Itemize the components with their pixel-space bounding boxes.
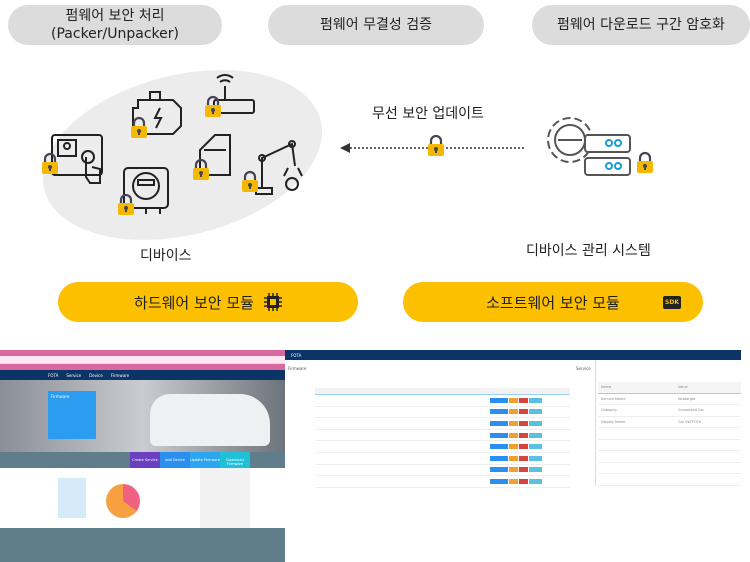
row-action-button[interactable] [490,467,508,473]
firmware-side-title: Firmware [288,366,307,371]
sdk-icon: SDK [663,295,681,309]
portal-tile-label: Firmware [51,394,70,399]
update-firmware-action: Update Firmware [190,452,220,468]
feature-packer-line2: (Packer/Unpacker) [51,26,179,42]
row-key: Display Name [601,419,626,424]
firmware-brand: FOTA [291,352,302,358]
service-screenshot: Service Name Value Service Name fotatarget… [575,350,741,500]
row-action-button[interactable] [519,397,528,403]
row-action-button[interactable] [529,409,542,415]
row-action-button[interactable] [490,409,508,415]
feature-packer: 펌웨어 보안 처리 (Packer/Unpacker) [8,5,222,45]
add-device-action: Add Device [160,452,190,468]
row-action-button[interactable] [529,444,542,450]
chip-icon [263,293,282,311]
row-action-button[interactable] [509,420,518,426]
col-name: Name [601,385,612,390]
sw-module-button: 소프트웨어 보안 모듈 SDK [403,282,703,322]
firmware-row [315,418,570,430]
devices-label: 디바이스 [140,248,192,264]
firmware-row [315,476,570,488]
sw-module-label: 소프트웨어 보안 모듈 [486,293,620,312]
hw-module-button: 하드웨어 보안 모듈 [58,282,358,322]
firmware-row [315,441,570,453]
firmware-row [315,395,570,407]
portal-brand: FOTA [48,372,59,378]
row-action-button[interactable] [509,444,518,450]
col-value: Value [678,385,688,390]
row-action-button[interactable] [529,420,542,426]
feature-encryption: 펌웨어 다운로드 구간 암호화 [532,5,750,45]
row-action-button[interactable] [519,478,528,484]
lock-icon [635,151,655,175]
row-action-button[interactable] [519,467,528,473]
device-icons [40,74,303,217]
row-action-button[interactable] [519,409,528,415]
feature-integrity-label: 펌웨어 무결성 검증 [320,17,432,33]
row-action-button[interactable] [490,397,508,403]
pie-chart-thumb [106,484,140,518]
row-action-button[interactable] [519,444,528,450]
intercom-icon [51,134,103,184]
quick-menu-thumb [200,468,250,528]
row-action-button[interactable] [529,478,542,484]
server-gear-icon [547,117,655,176]
lock-icon [203,95,223,119]
lock-icon [116,193,136,217]
portal-screenshot: FOTA Service Device Firmware Firmware Cr… [0,350,285,562]
row-action-button[interactable] [519,420,528,426]
row-action-button[interactable] [490,478,508,484]
row-action-button[interactable] [529,397,542,403]
row-key: Service Name [601,396,626,401]
system-label: 디바이스 관리 시스템 [526,243,651,259]
row-key: Category [601,408,617,413]
row-value: fotatarget [678,396,696,401]
row-action-button[interactable] [509,455,518,461]
car-image [150,394,270,446]
lock-icon [129,116,149,140]
row-value: Car SW FOTA [678,419,701,424]
row-action-button[interactable] [509,467,518,473]
row-action-button[interactable] [509,397,518,403]
bar-chart-thumb [58,478,86,518]
service-side-title: Service [576,366,591,371]
row-value: Connected Car [678,408,704,413]
firmware-row [315,407,570,419]
update-arrow [340,134,524,158]
create-service-action: Create Service [130,452,160,468]
row-action-button[interactable] [509,409,518,415]
lock-icon [426,134,446,158]
hw-module-label: 하드웨어 보안 모듈 [134,293,254,312]
firmware-row [315,453,570,465]
firmware-row [315,430,570,442]
row-action-button[interactable] [490,444,508,450]
lock-icon [240,170,260,194]
row-action-button[interactable] [529,432,542,438]
download-firmware-action: Download Firmware [220,452,250,468]
row-action-button[interactable] [490,455,508,461]
portal-tile: Firmware [48,391,96,439]
update-label: 무선 보안 업데이트 [372,106,484,122]
arrow-head-icon [340,143,350,153]
row-action-button[interactable] [509,478,518,484]
robot-arm-icon [255,140,303,195]
lock-icon [40,152,60,176]
row-action-button[interactable] [490,420,508,426]
row-action-button[interactable] [509,432,518,438]
row-action-button[interactable] [490,432,508,438]
row-action-button[interactable] [519,432,528,438]
portal-nav-firmware: Firmware [110,372,130,378]
feature-integrity: 펌웨어 무결성 검증 [268,5,484,45]
firmware-screenshot: FOTA Firmware [285,350,575,500]
firmware-row [315,465,570,477]
portal-nav-device: Device [89,372,103,378]
row-action-button[interactable] [519,455,528,461]
row-action-button[interactable] [529,455,542,461]
feature-packer-line1: 펌웨어 보안 처리 [65,8,165,24]
feature-encryption-label: 펌웨어 다운로드 구간 암호화 [557,17,725,33]
row-action-button[interactable] [529,467,542,473]
portal-nav-service: Service [66,372,82,378]
